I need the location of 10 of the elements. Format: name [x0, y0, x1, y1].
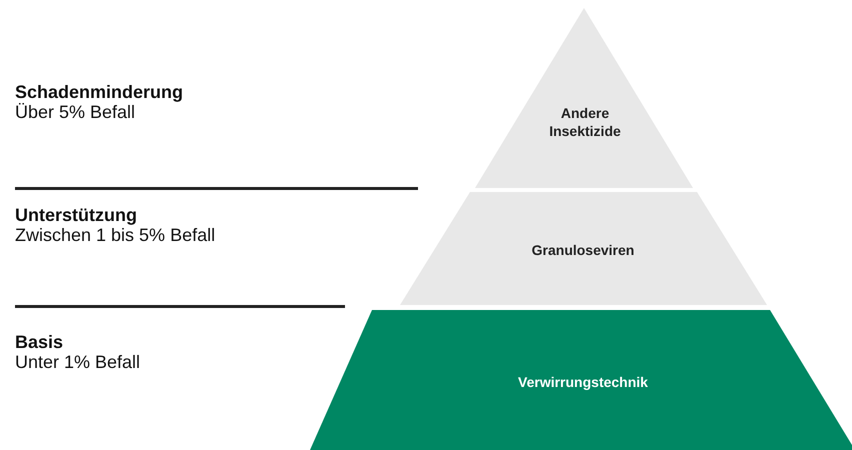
level-description: Zwischen 1 bis 5% Befall: [15, 225, 216, 245]
level-description: Über 5% Befall: [15, 102, 136, 122]
level-heading: Unterstützung: [15, 205, 137, 225]
level-heading: Basis: [15, 332, 64, 352]
level-description: Unter 1% Befall: [15, 352, 140, 372]
tier-label: Verwirrungstechnik: [517, 373, 649, 391]
level-heading: Schadenminderung: [15, 82, 184, 102]
pyramid-tier: [310, 310, 852, 450]
tier-label: Granuloseviren: [530, 241, 636, 259]
tier-label: Andere Insektizide: [548, 104, 622, 140]
